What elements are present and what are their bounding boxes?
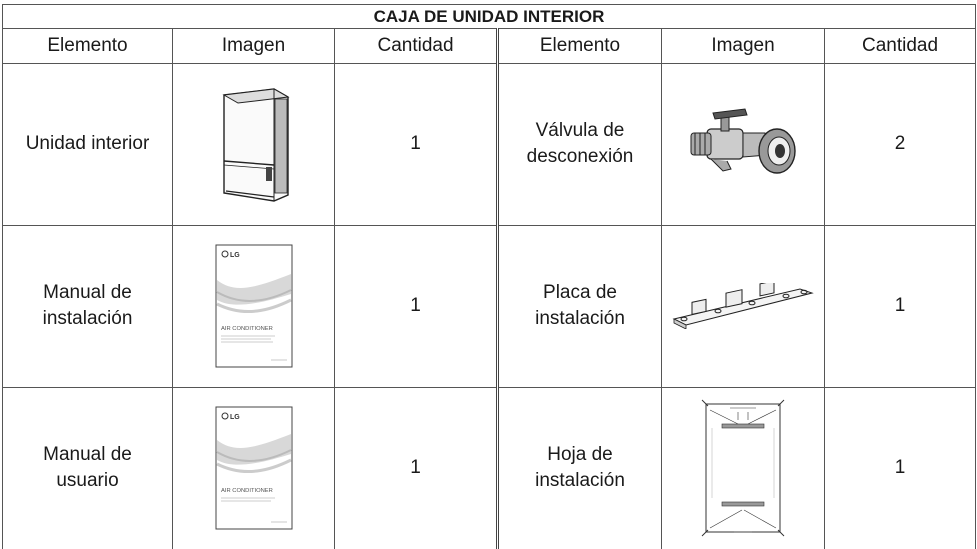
item-image: LG AIR CONDITIONER [172, 224, 335, 388]
item-image [172, 62, 335, 226]
item-quantity: 1 [823, 386, 977, 549]
header-quantity: Cantidad [334, 28, 499, 64]
item-quantity: 1 [334, 386, 499, 549]
item-image [661, 386, 825, 549]
item-name: Placa de instalación [497, 224, 662, 388]
item-quantity: 1 [823, 224, 977, 388]
header-image: Imagen [172, 28, 335, 64]
item-image [661, 224, 825, 388]
item-name: Unidad interior [2, 62, 173, 226]
header-image: Imagen [661, 28, 825, 64]
indoor-unit-icon [221, 88, 290, 202]
manual-title: AIR CONDITIONER [221, 326, 273, 332]
manual-brand: LG [230, 252, 240, 259]
table-row: Manual de usuario LG AIR CONDITIONER 1 H… [2, 386, 977, 549]
manual-brand: LG [230, 414, 240, 421]
installation-plate-icon [672, 283, 814, 330]
item-name: Válvula de desconexión [497, 62, 662, 226]
item-name: Manual de instalación [2, 224, 173, 388]
installation-sheet-icon [701, 399, 785, 537]
header-quantity: Cantidad [823, 28, 977, 64]
item-image: LG AIR CONDITIONER [172, 386, 335, 549]
item-name: Hoja de instalación [497, 386, 662, 549]
table-title: CAJA DE UNIDAD INTERIOR [1, 3, 977, 30]
item-name: Manual de usuario [2, 386, 173, 549]
installation-manual-icon: LG AIR CONDITIONER [215, 244, 292, 368]
item-image [661, 62, 825, 226]
item-quantity: 2 [823, 62, 977, 226]
indoor-unit-box-table: CAJA DE UNIDAD INTERIOR Elemento Imagen … [1, 3, 977, 549]
item-quantity: 1 [334, 224, 499, 388]
shutoff-valve-icon [690, 108, 796, 174]
header-element: Elemento [497, 28, 662, 64]
table-row: Manual de instalación LG AIR CONDITIONER [2, 224, 977, 388]
item-quantity: 1 [334, 62, 499, 226]
manual-title: AIR CONDITIONER [221, 488, 273, 494]
user-manual-icon: LG AIR CONDITIONER [215, 406, 292, 530]
table-row: Unidad interior 1 Válvula de desconexión [2, 62, 977, 226]
header-element: Elemento [2, 28, 173, 64]
